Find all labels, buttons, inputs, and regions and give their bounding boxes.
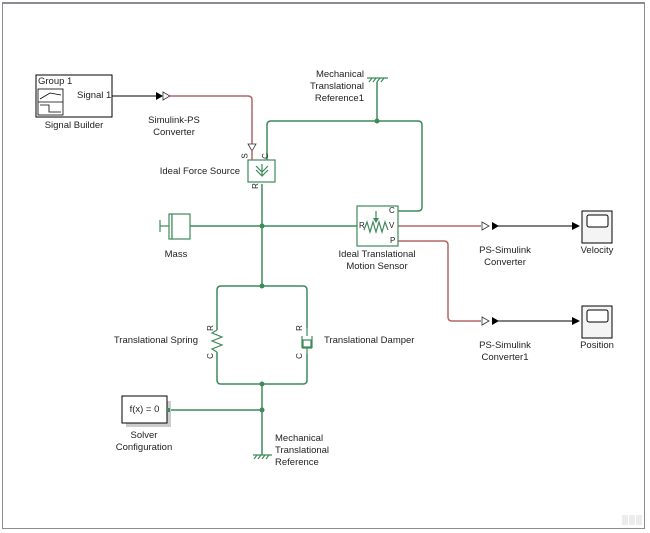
spring-port-r: R xyxy=(205,325,215,331)
damper-name[interactable]: Translational Damper xyxy=(324,335,415,346)
arrow-head xyxy=(492,222,499,230)
mech-ref1-symbol xyxy=(367,77,388,83)
spring-name[interactable]: Translational Spring xyxy=(113,335,198,346)
ps-simulink-name-1[interactable]: PS-Simulink xyxy=(479,245,531,256)
damper-port-r: R xyxy=(294,325,304,331)
position-scope-name[interactable]: Position xyxy=(580,340,614,351)
junction-node xyxy=(259,223,265,229)
arrow-head xyxy=(572,317,580,325)
junction-node xyxy=(259,283,265,289)
junction-node xyxy=(259,381,265,387)
ideal-force-source-block xyxy=(247,150,276,183)
port-triangle xyxy=(247,143,257,152)
velocity-scope-block xyxy=(581,210,613,244)
mech-ref1-name-3[interactable]: Reference1 xyxy=(314,93,364,104)
mech-ref-symbol xyxy=(253,454,272,460)
ps-simulink-name-2[interactable]: Converter xyxy=(484,257,526,268)
mech-ref1-name-1[interactable]: Mechanical xyxy=(315,69,364,80)
simulink-ps-name-1[interactable]: Simulink-PS xyxy=(148,115,200,126)
arrow-head xyxy=(572,222,580,230)
mech-ref-name-1[interactable]: Mechanical xyxy=(275,433,324,444)
mass-name[interactable]: Mass xyxy=(164,249,188,260)
signal-builder-output-label: Signal 1 xyxy=(77,90,112,101)
solver-config-block xyxy=(121,395,171,427)
port-label-c: C xyxy=(260,153,270,159)
sensor-port-c: C xyxy=(389,206,395,215)
sensor-port-p: P xyxy=(390,236,396,245)
position-scope-block xyxy=(581,305,613,339)
mass-block xyxy=(159,213,191,240)
ideal-force-source-name[interactable]: Ideal Force Source xyxy=(159,166,240,177)
ps-simulink1-name-2[interactable]: Converter1 xyxy=(481,352,529,363)
solver-name-1[interactable]: Solver xyxy=(130,430,158,441)
arrow-head xyxy=(156,92,163,100)
arrow-head xyxy=(492,317,499,325)
motion-sensor-name-2[interactable]: Motion Sensor xyxy=(346,261,408,272)
solver-expression: f(x) = 0 xyxy=(129,404,160,415)
motion-sensor-block xyxy=(356,205,399,247)
mech-ref-name-3[interactable]: Reference xyxy=(275,457,319,468)
sensor-port-r: R xyxy=(359,221,365,230)
junction-node xyxy=(259,407,265,413)
signal-builder-group-label: Group 1 xyxy=(38,76,73,87)
conn-converter-force-s xyxy=(170,95,253,145)
simulink-ps-name-2[interactable]: Converter xyxy=(153,127,195,138)
canvas-frame xyxy=(2,2,645,529)
ps-simulink1-name-1[interactable]: PS-Simulink xyxy=(479,340,531,351)
port-label-s: S xyxy=(240,153,250,159)
velocity-scope-name[interactable]: Velocity xyxy=(580,245,614,256)
port-label-r: R xyxy=(250,183,260,189)
sensor-port-v: V xyxy=(389,221,395,230)
resize-grip[interactable] xyxy=(622,515,642,525)
junction-node xyxy=(374,118,380,124)
spring-port-c: C xyxy=(205,353,215,359)
mech-ref-name-2[interactable]: Translational xyxy=(275,445,330,456)
signal-builder-name[interactable]: Signal Builder xyxy=(44,120,104,131)
mech-ref1-name-2[interactable]: Translational xyxy=(309,81,364,92)
port-triangle xyxy=(162,91,171,101)
port-triangle xyxy=(481,221,490,231)
damper-port-c: C xyxy=(294,353,304,359)
port-triangle xyxy=(481,316,490,326)
solver-name-2[interactable]: Configuration xyxy=(115,442,173,453)
motion-sensor-name-1[interactable]: Ideal Translational xyxy=(338,249,416,260)
damper-block xyxy=(299,328,315,354)
conn-loop xyxy=(216,285,308,385)
spring-block xyxy=(209,329,225,353)
conn-force-c-sensor-c xyxy=(266,120,423,212)
signal-builder-block xyxy=(35,74,113,118)
conn-sensor-p xyxy=(398,240,481,322)
